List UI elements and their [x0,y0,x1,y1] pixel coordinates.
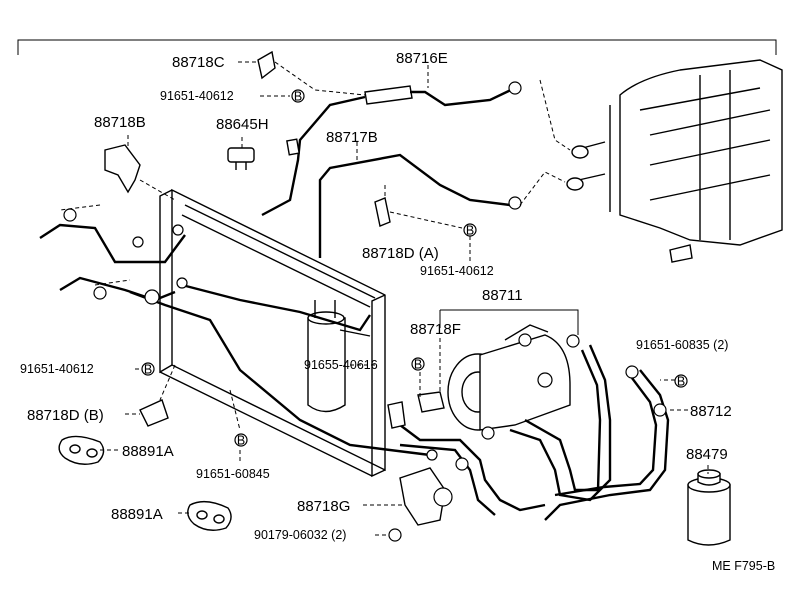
pipes [39,85,670,521]
condenser [159,188,386,478]
label-88891A-upper: 88891A [122,443,174,460]
part-labels: 88718C 91651-40612 88716E 88718B 88645H … [20,50,775,573]
bolt-marker: B [411,357,425,372]
label-88716E: 88716E [396,50,448,67]
svg-text:B: B [414,358,422,372]
label-88891A-lower: 88891A [111,506,163,523]
evaporator-unit [566,59,783,263]
label-90179-06032: 90179-06032 (2) [254,528,346,542]
bolt-marker: B [463,223,477,238]
label-88718B: 88718B [94,114,146,131]
receiver-drier [307,300,371,413]
label-91651-60835: 91651-60835 (2) [636,338,728,352]
svg-text:B: B [466,224,474,238]
diagram-code: ME F795-B [712,559,775,573]
bolt-marker: B [234,433,248,448]
label-88711: 88711 [482,287,523,304]
label-91651-60845: 91651-60845 [196,467,270,481]
label-88718G: 88718G [297,498,350,515]
bolt-markers: B B B B B B [141,89,688,448]
label-88718C: 88718C [172,54,225,71]
bolt-marker: B [141,362,155,377]
svg-text:B: B [237,434,245,448]
label-88645H: 88645H [216,116,269,133]
svg-text:B: B [294,90,302,104]
label-88718D-A: 88718D (A) [362,245,439,262]
label-91655-40616: 91655-40616 [304,358,378,372]
bolt-marker: B [291,89,305,104]
bolt-marker: B [674,374,688,389]
label-88718F: 88718F [410,321,461,338]
label-91651-40612-mid: 91651-40612 [420,264,494,278]
small-parts [58,50,731,546]
compressor [447,324,571,431]
label-91651-40612-top: 91651-40612 [160,89,234,103]
frame-bracket [17,39,777,55]
leader-lines [59,61,709,536]
svg-text:B: B [677,375,685,389]
label-88712: 88712 [690,403,732,420]
label-88717B: 88717B [326,129,378,146]
label-91651-40612-left: 91651-40612 [20,362,94,376]
svg-text:B: B [144,363,152,377]
label-88479: 88479 [686,446,728,463]
label-88718D-B: 88718D (B) [27,407,104,424]
